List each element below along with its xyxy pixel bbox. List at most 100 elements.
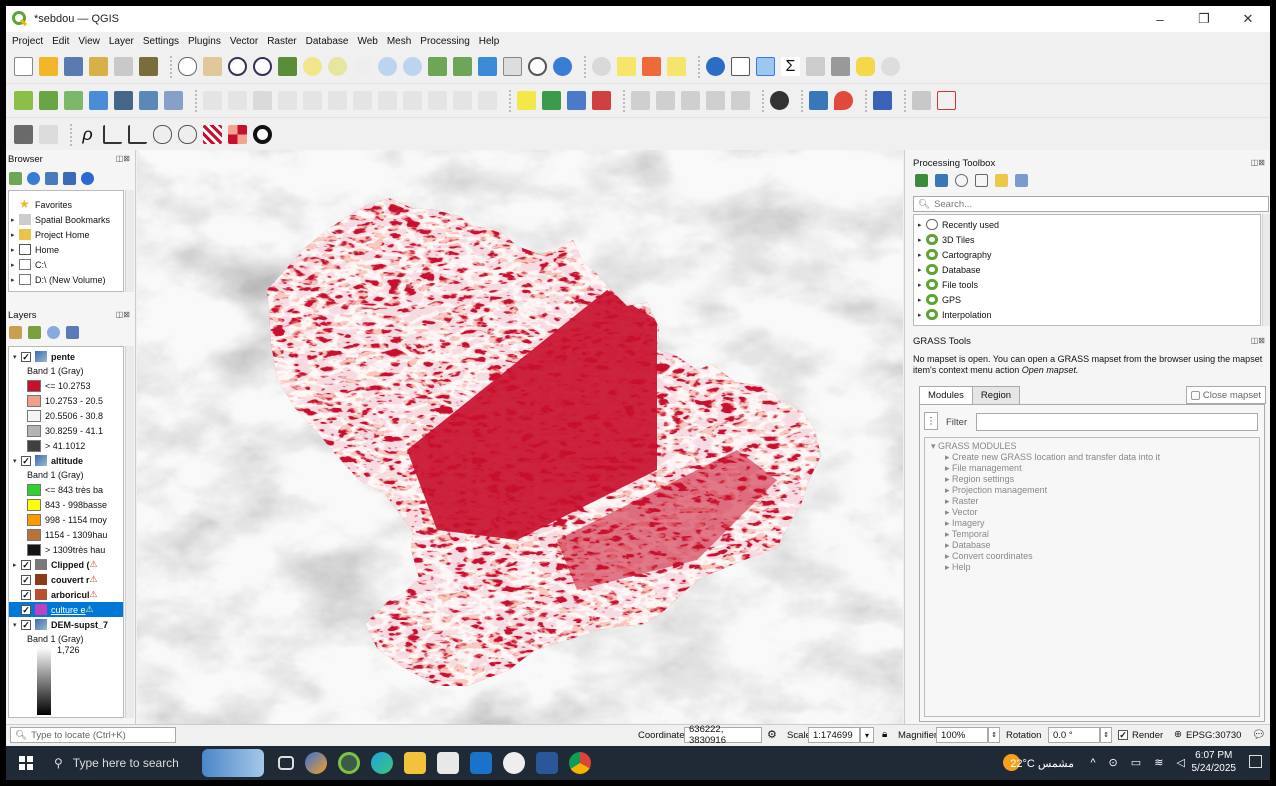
zoom-to-layer-icon[interactable] — [328, 57, 347, 76]
layer-visibility-checkbox[interactable]: ✓ — [21, 351, 31, 362]
outlook-icon[interactable] — [470, 752, 492, 774]
layout-manager-icon[interactable] — [114, 57, 133, 76]
filter-icon[interactable] — [45, 172, 58, 185]
results-viewer-icon[interactable] — [975, 174, 988, 187]
lock-icon[interactable]: 🔒︎ — [882, 729, 888, 740]
highlight-labels-icon[interactable] — [592, 91, 611, 110]
processing-item-database[interactable]: ▸Database — [918, 264, 981, 275]
move-label-icon[interactable] — [631, 91, 650, 110]
hatch-pattern-icon[interactable] — [203, 125, 222, 144]
menu-view[interactable]: View — [78, 35, 100, 47]
add-wms-layer-icon[interactable] — [114, 91, 133, 110]
options-wrench-icon[interactable] — [1015, 174, 1028, 187]
restore-button[interactable]: ❐ — [1198, 11, 1210, 26]
panel-float-close-icon[interactable]: ◫⊠ — [115, 310, 130, 319]
weather-text[interactable]: 22°C مشمس — [1010, 758, 1074, 770]
zoom-last-icon[interactable] — [378, 57, 397, 76]
add-selected-layers-icon[interactable] — [9, 172, 22, 185]
collapse-all-icon[interactable] — [63, 172, 76, 185]
browser-item-c-drive[interactable]: ▸C:\ — [11, 259, 47, 270]
grass-filter-input[interactable] — [976, 413, 1258, 431]
layer-visibility-checkbox[interactable]: ✓ — [21, 589, 31, 600]
browser-scrollbar[interactable] — [125, 190, 134, 292]
menu-help[interactable]: Help — [478, 35, 500, 47]
open-mapset-link[interactable]: Open mapset. — [1021, 365, 1079, 375]
grass-module-item[interactable]: ▸ Create new GRASS location and transfer… — [945, 452, 1161, 462]
processing-item-gps[interactable]: ▸GPS — [918, 294, 962, 305]
new-project-icon[interactable] — [14, 57, 33, 76]
crs-button[interactable]: EPSG:30730 — [1186, 730, 1242, 741]
news-widget-icon[interactable] — [202, 749, 264, 777]
rotation-field[interactable]: 0.0 ° — [1048, 727, 1100, 743]
show-hide-labels-icon[interactable] — [706, 91, 725, 110]
scripts-icon[interactable] — [935, 174, 948, 187]
close-button[interactable]: ✕ — [1242, 11, 1254, 26]
map-canvas[interactable] — [137, 150, 903, 724]
word-icon[interactable] — [536, 752, 558, 774]
save-project-icon[interactable] — [64, 57, 83, 76]
label-toolbar-icon[interactable] — [517, 91, 536, 110]
copy-features-icon[interactable] — [403, 91, 422, 110]
paste-features-icon[interactable] — [428, 91, 447, 110]
temporal-controller-icon[interactable] — [528, 57, 547, 76]
grass-module-item[interactable]: ▸ Help — [945, 562, 971, 572]
zoom-out-icon[interactable] — [253, 57, 272, 76]
system-tray-icons[interactable]: ^ ⊙ ▭ ≋ ◁ — [1090, 757, 1190, 769]
layers-scrollbar[interactable] — [125, 346, 134, 718]
grass-module-item[interactable]: ▸ Imagery — [945, 518, 985, 528]
map-tips-icon[interactable] — [856, 57, 875, 76]
layer-altitude[interactable]: ▾✓altitude — [13, 455, 84, 466]
locator-search-input[interactable]: 🔍︎ Type to locate (Ctrl+K) — [10, 727, 176, 743]
filter-legend-icon[interactable] — [66, 326, 79, 339]
scale-dropdown-icon[interactable]: ▾ — [860, 727, 874, 743]
redo-icon[interactable] — [478, 91, 497, 110]
browser-item-spatial-bookmarks[interactable]: ▸Spatial Bookmarks — [11, 214, 111, 225]
menu-layer[interactable]: Layer — [108, 35, 134, 47]
menu-settings[interactable]: Settings — [142, 35, 180, 47]
layer-visibility-checkbox[interactable]: ✓ — [21, 619, 31, 630]
add-mesh-layer-icon[interactable] — [164, 91, 183, 110]
vertex-tool-icon[interactable] — [303, 91, 322, 110]
layer-clipped[interactable]: ▸✓Clipped (⚠ — [13, 559, 98, 570]
grass-modules-root[interactable]: ▾ GRASS MODULES — [931, 441, 1017, 451]
menu-raster[interactable]: Raster — [267, 35, 297, 47]
raster-info-icon[interactable] — [39, 125, 58, 144]
checker-pattern-icon[interactable] — [228, 125, 247, 144]
coordinate-field[interactable]: 636222, 3830916 — [684, 724, 762, 746]
pin-labels-icon[interactable] — [567, 91, 586, 110]
layer-visibility-checkbox[interactable]: ✓ — [21, 455, 31, 466]
microsoft-store-icon[interactable] — [437, 752, 459, 774]
grass-module-item[interactable]: ▸ Projection management — [945, 485, 1048, 495]
zoom-in-icon[interactable] — [228, 57, 247, 76]
toggle-editing-icon[interactable] — [228, 91, 247, 110]
layer-couvert[interactable]: ✓couvert r⚠ — [21, 574, 98, 585]
select-by-value-icon[interactable] — [667, 57, 686, 76]
layer-visibility-checkbox[interactable]: ✓ — [21, 604, 31, 615]
menu-edit[interactable]: Edit — [52, 35, 70, 47]
menu-processing[interactable]: Processing — [420, 35, 470, 47]
layer-pente[interactable]: ▾✓pente — [13, 351, 76, 362]
grass-module-item[interactable]: ▸ File management — [945, 463, 1022, 473]
measure-icon[interactable] — [806, 57, 825, 76]
grass-module-item[interactable]: ▸ Vector — [945, 507, 978, 517]
save-edits-icon[interactable] — [253, 91, 272, 110]
deselect-features-icon[interactable] — [642, 57, 661, 76]
close-mapset-button[interactable]: Close mapset — [1185, 386, 1266, 404]
models-icon[interactable] — [915, 174, 928, 187]
pan-icon[interactable] — [178, 57, 197, 76]
browser-item-project-home[interactable]: ▸Project Home — [11, 229, 90, 240]
data-source-manager-icon[interactable] — [14, 91, 33, 110]
browser-item-favorites[interactable]: ★Favorites — [19, 197, 73, 211]
scale-field[interactable]: 1:174699 — [808, 727, 860, 743]
curve-tool-icon[interactable] — [103, 125, 122, 144]
help-contents-icon[interactable] — [873, 91, 892, 110]
layer-diagram-icon[interactable] — [542, 91, 561, 110]
measure-line-icon[interactable] — [831, 57, 850, 76]
new-3d-view-icon[interactable] — [453, 57, 472, 76]
magnifier-field[interactable]: 100% — [936, 727, 988, 743]
rotate-label-icon[interactable] — [656, 91, 675, 110]
processing-search-input[interactable]: 🔍︎ Search... — [913, 196, 1269, 212]
menu-database[interactable]: Database — [305, 35, 349, 47]
add-vector-layer-icon[interactable] — [39, 91, 58, 110]
zoom-native-icon[interactable] — [353, 57, 372, 76]
